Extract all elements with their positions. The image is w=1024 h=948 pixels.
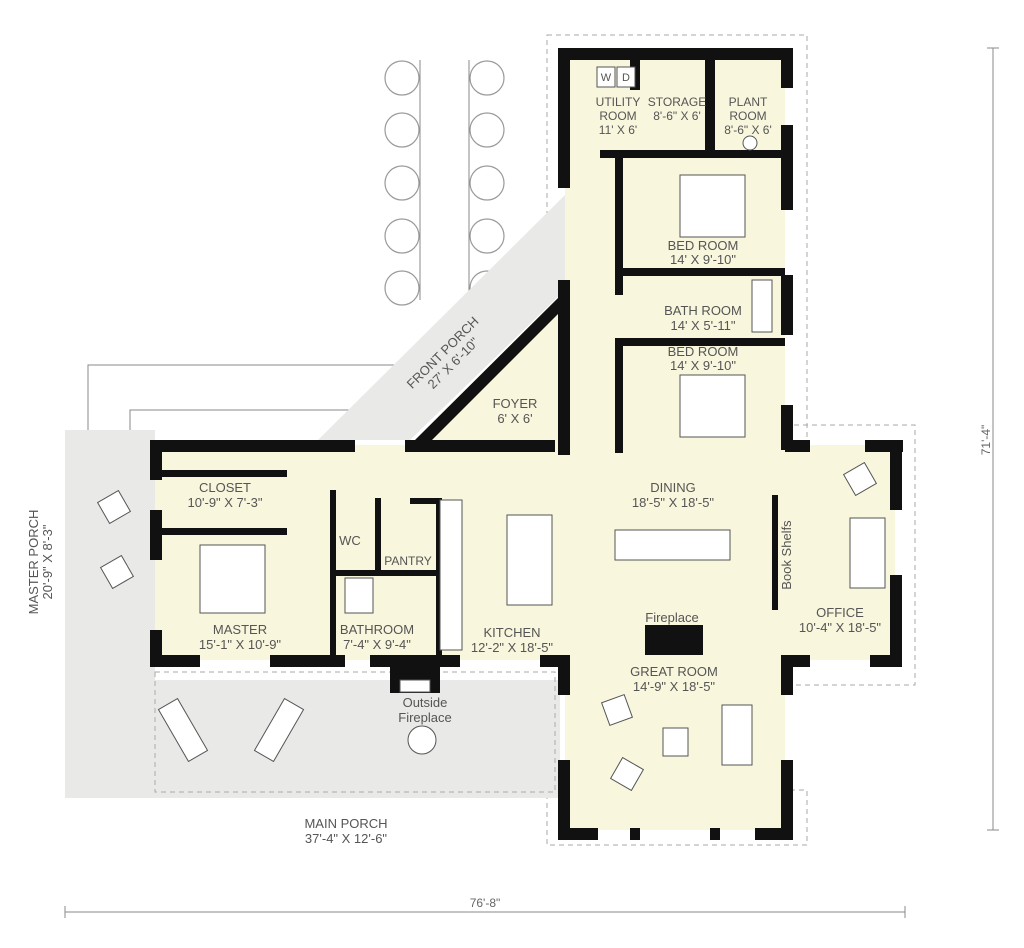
walls — [150, 48, 903, 840]
master-size: 15'-1" X 10'-9" — [199, 637, 282, 652]
book-shelfs-label: Book Shelfs — [779, 520, 794, 590]
main-porch-label: MAIN PORCH — [304, 816, 387, 831]
master-label: MASTER — [213, 622, 267, 637]
bedroom-1-size: 14' X 9'-10" — [670, 252, 736, 267]
bedroom-2-label: BED ROOM — [668, 344, 739, 359]
utility-room-label-2: ROOM — [599, 109, 636, 123]
dining-label: DINING — [650, 480, 696, 495]
closet-label: CLOSET — [199, 480, 251, 495]
great-room-size: 14'-9" X 18'-5" — [633, 679, 716, 694]
master-porch-label: MASTER PORCH — [26, 510, 41, 615]
front-porch — [318, 195, 565, 440]
dryer-label: D — [622, 72, 630, 84]
outside-fireplace-label: Outside — [403, 695, 448, 710]
fireplace-label: Fireplace — [645, 610, 698, 625]
utility-room-size: 11' X 6' — [599, 123, 637, 137]
pantry-label: PANTRY — [384, 554, 432, 568]
great-room-label: GREAT ROOM — [630, 664, 718, 679]
overall-width-label: 76'-8" — [470, 896, 501, 910]
plant-room-label-2: ROOM — [729, 109, 766, 123]
storage-size: 8'-6" X 6' — [653, 109, 701, 123]
main-porch — [65, 680, 560, 798]
bath-room-label: BATH ROOM — [664, 303, 742, 318]
bedroom-1-label: BED ROOM — [668, 238, 739, 253]
utility-room-label: UTILITY — [596, 95, 641, 109]
main-porch-size: 37'-4" X 12'-6" — [305, 831, 388, 846]
dining-size: 18'-5" X 18'-5" — [632, 495, 715, 510]
kitchen-label: KITCHEN — [483, 625, 540, 640]
foyer-label: FOYER — [493, 396, 538, 411]
kitchen-size: 12'-2" X 18'-5" — [471, 640, 554, 655]
overall-depth-label: 71'-4" — [979, 425, 993, 456]
master-porch-size: 20'-9" X 8'-3" — [40, 524, 55, 599]
depth-dimension: 71'-4" — [979, 47, 999, 831]
storage-label: STORAGE — [648, 95, 706, 109]
furniture — [96, 66, 886, 792]
bedroom-2-size: 14' X 9'-10" — [670, 358, 736, 373]
outside-fireplace-label-2: Fireplace — [398, 710, 451, 725]
wc-label: WC — [339, 533, 361, 548]
bathroom-label: BATHROOM — [340, 622, 414, 637]
closet-size: 10'-9" X 7'-3" — [188, 495, 263, 510]
office-label: OFFICE — [816, 605, 864, 620]
plant-room-size: 8'-6" X 6' — [724, 123, 772, 137]
width-dimension: 76'-8" — [64, 896, 906, 918]
master-porch — [65, 430, 155, 680]
washer-label: W — [601, 72, 612, 84]
bath-room-size: 14' X 5'-11" — [671, 318, 736, 333]
plant-room-label: PLANT — [729, 95, 768, 109]
bathroom-size: 7'-4" X 9'-4" — [343, 637, 411, 652]
foyer-size: 6' X 6' — [497, 411, 532, 426]
office-size: 10'-4" X 18'-5" — [799, 620, 882, 635]
